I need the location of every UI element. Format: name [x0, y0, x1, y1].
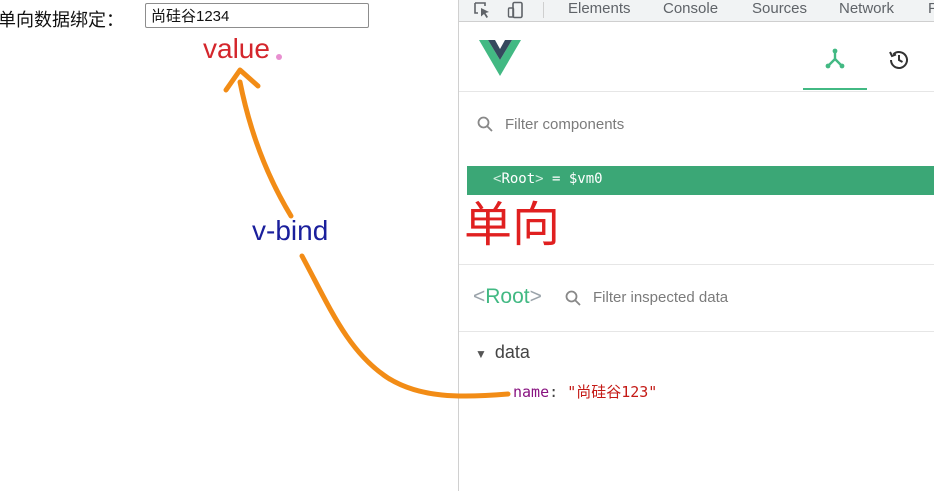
components-tab[interactable]	[803, 22, 867, 90]
collapse-triangle-icon[interactable]: ▼	[475, 347, 487, 361]
inspected-component-name: <Root>	[473, 285, 542, 308]
tab-performance[interactable]: P	[928, 0, 934, 17]
history-icon	[889, 51, 908, 69]
component-tree-root-row[interactable]: <Root> = $vm0	[467, 166, 934, 195]
inspector-header: <Root> Filter inspected data	[459, 264, 934, 332]
property-value[interactable]: "尚硅谷123"	[567, 383, 658, 401]
page-content: 单向数据绑定： value v-bind	[0, 0, 458, 491]
root-component-label: <Root> = $vm0	[493, 171, 603, 187]
filter-components-row[interactable]: Filter components	[459, 92, 934, 158]
annotation-vbind: v-bind	[252, 215, 329, 246]
components-tree-icon	[825, 48, 845, 69]
annotation-single-direction: 单向	[464, 197, 561, 253]
property-key: name	[513, 383, 550, 401]
vue-logo-icon	[479, 40, 521, 81]
select-element-icon[interactable]	[473, 1, 491, 19]
vue-devtools-header	[459, 22, 934, 92]
binding-label: 单向数据绑定：	[0, 10, 124, 30]
toolbar-divider	[543, 2, 544, 18]
timeline-tab[interactable]	[879, 22, 923, 90]
tab-elements[interactable]: Elements	[568, 0, 631, 17]
data-property-row[interactable]: name: "尚硅谷123"	[513, 383, 658, 401]
name-input[interactable]	[145, 3, 369, 28]
devtools-toolbar: Elements Console Sources Network P	[459, 0, 934, 22]
search-icon	[565, 290, 581, 311]
filter-components-input[interactable]: Filter components	[505, 116, 625, 133]
data-section-header[interactable]: ▼data	[475, 342, 530, 362]
annotation-dot	[276, 54, 282, 60]
search-icon	[477, 116, 493, 137]
tab-network[interactable]: Network	[839, 0, 895, 17]
devtools-panel: Elements Console Sources Network P Filte…	[458, 0, 934, 491]
filter-inspected-input[interactable]: Filter inspected data	[593, 289, 729, 306]
device-toggle-icon[interactable]	[507, 1, 525, 19]
tab-sources[interactable]: Sources	[752, 0, 808, 17]
annotation-value: value	[203, 33, 270, 64]
tab-console[interactable]: Console	[663, 0, 719, 17]
